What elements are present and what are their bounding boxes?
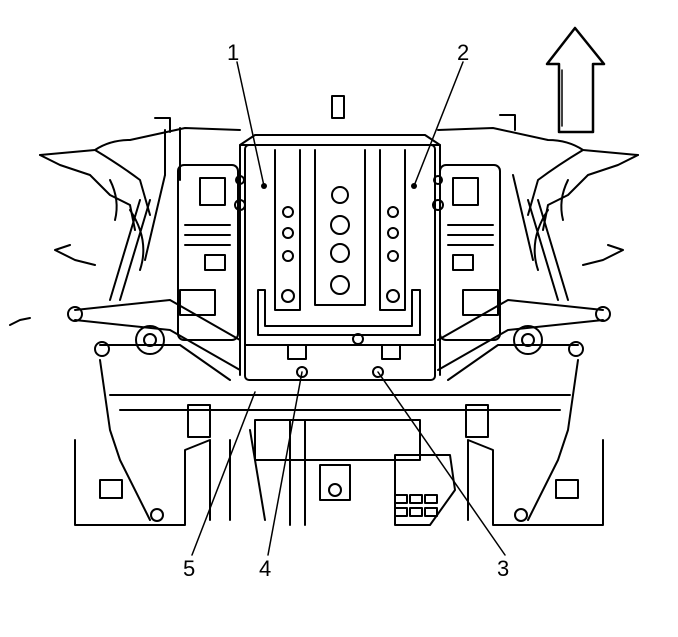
leader-1: [236, 61, 265, 187]
right-suspension: [432, 164, 611, 381]
callout-leaders: [191, 61, 506, 556]
leader-4: [267, 371, 303, 556]
leader-2: [413, 61, 464, 187]
left-fender-outline: [9, 127, 241, 326]
leader-5: [191, 391, 256, 556]
lower-frame: [74, 359, 604, 526]
right-fender-outline: [437, 127, 639, 271]
callout-3: 3: [497, 556, 510, 581]
up-arrow-icon: [545, 26, 606, 134]
callout-5: 5: [183, 556, 196, 581]
callout-1: 1: [227, 40, 240, 65]
callout-4: 4: [259, 556, 272, 581]
skid-plate: [244, 144, 436, 381]
lower-center-components: [229, 419, 456, 526]
left-suspension: [67, 164, 246, 381]
leader-3: [377, 371, 506, 556]
callout-2: 2: [457, 40, 470, 65]
